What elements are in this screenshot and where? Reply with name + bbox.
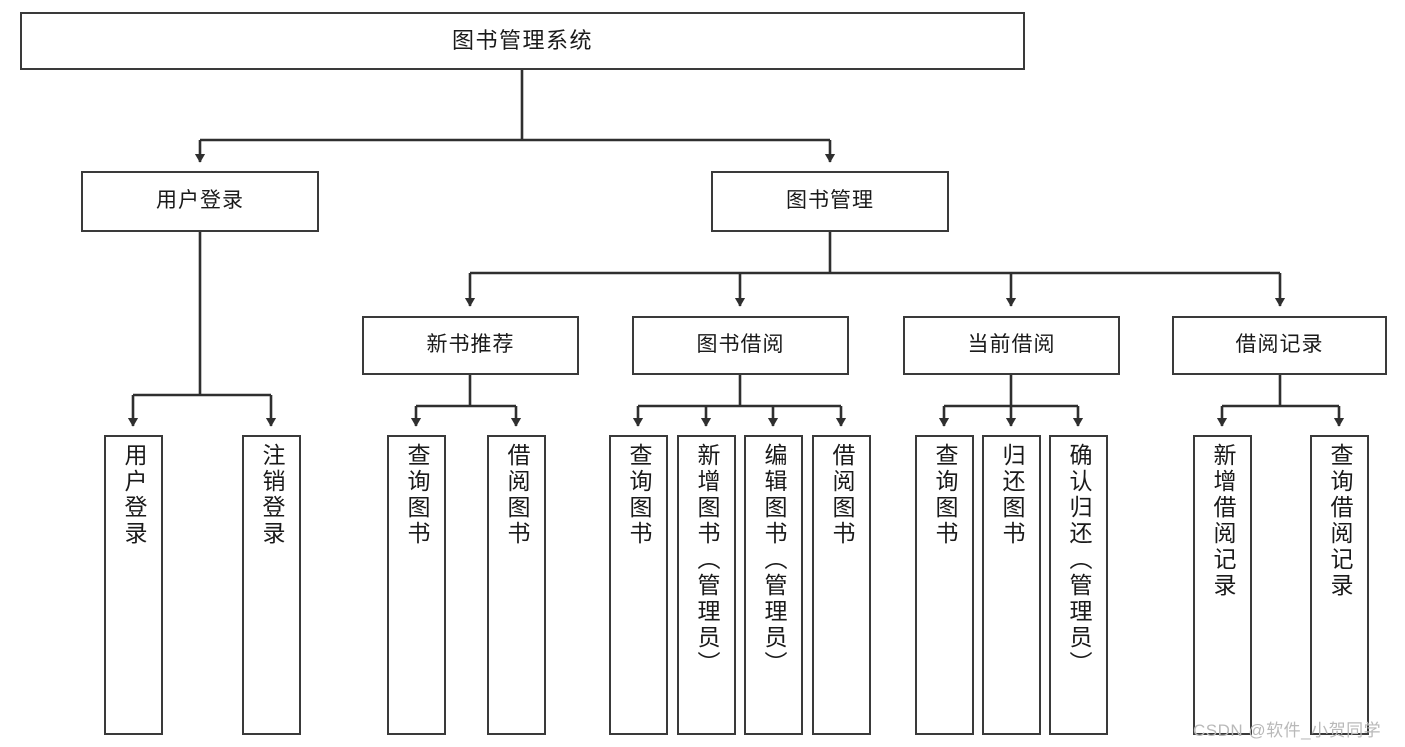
node-leaf-query-record[interactable]: 查询借阅记录	[1310, 435, 1369, 735]
node-borrow-record[interactable]: 借阅记录	[1172, 316, 1387, 375]
node-leaf-return-book-label: 归还图书	[999, 443, 1025, 547]
node-leaf-query-book-3[interactable]: 查询图书	[915, 435, 974, 735]
node-leaf-query-record-label: 查询借阅记录	[1327, 443, 1353, 599]
node-leaf-add-book-label: 新增图书（管理员）	[694, 443, 720, 677]
node-leaf-query-book-1[interactable]: 查询图书	[387, 435, 446, 735]
node-leaf-borrow-book-1[interactable]: 借阅图书	[487, 435, 546, 735]
node-book-borrow-label: 图书借阅	[696, 333, 785, 357]
node-user-login[interactable]: 用户登录	[81, 171, 319, 232]
node-leaf-confirm-return[interactable]: 确认归还（管理员）	[1049, 435, 1108, 735]
node-leaf-confirm-return-label: 确认归还（管理员）	[1066, 443, 1092, 677]
node-leaf-return-book[interactable]: 归还图书	[982, 435, 1041, 735]
node-book-manage-label: 图书管理	[786, 189, 874, 213]
node-current-borrow-label: 当前借阅	[967, 333, 1056, 357]
node-current-borrow[interactable]: 当前借阅	[903, 316, 1120, 375]
node-leaf-query-book-2[interactable]: 查询图书	[609, 435, 668, 735]
node-book-borrow[interactable]: 图书借阅	[632, 316, 849, 375]
node-leaf-query-book-2-label: 查询图书	[626, 443, 652, 547]
node-new-book-rec-label: 新书推荐	[426, 333, 515, 357]
node-root-label: 图书管理系统	[451, 28, 593, 54]
node-leaf-add-record[interactable]: 新增借阅记录	[1193, 435, 1252, 735]
node-root[interactable]: 图书管理系统	[20, 12, 1025, 70]
node-leaf-query-book-1-label: 查询图书	[404, 443, 430, 547]
node-leaf-user-login-label: 用户登录	[121, 443, 147, 547]
node-leaf-borrow-book-2[interactable]: 借阅图书	[812, 435, 871, 735]
node-borrow-record-label: 借阅记录	[1235, 333, 1324, 357]
node-leaf-query-book-3-label: 查询图书	[932, 443, 958, 547]
node-leaf-add-record-label: 新增借阅记录	[1210, 443, 1236, 599]
node-leaf-user-logout[interactable]: 注销登录	[242, 435, 301, 735]
node-new-book-rec[interactable]: 新书推荐	[362, 316, 579, 375]
node-leaf-user-login[interactable]: 用户登录	[104, 435, 163, 735]
csdn-watermark: CSDN @软件_小贺同学	[1193, 721, 1382, 740]
node-leaf-edit-book[interactable]: 编辑图书（管理员）	[744, 435, 803, 735]
node-user-login-label: 用户登录	[156, 189, 244, 213]
node-leaf-borrow-book-1-label: 借阅图书	[504, 443, 530, 547]
node-book-manage[interactable]: 图书管理	[711, 171, 949, 232]
node-leaf-add-book[interactable]: 新增图书（管理员）	[677, 435, 736, 735]
node-leaf-user-logout-label: 注销登录	[259, 443, 285, 547]
node-leaf-borrow-book-2-label: 借阅图书	[829, 443, 855, 547]
node-leaf-edit-book-label: 编辑图书（管理员）	[761, 443, 787, 677]
